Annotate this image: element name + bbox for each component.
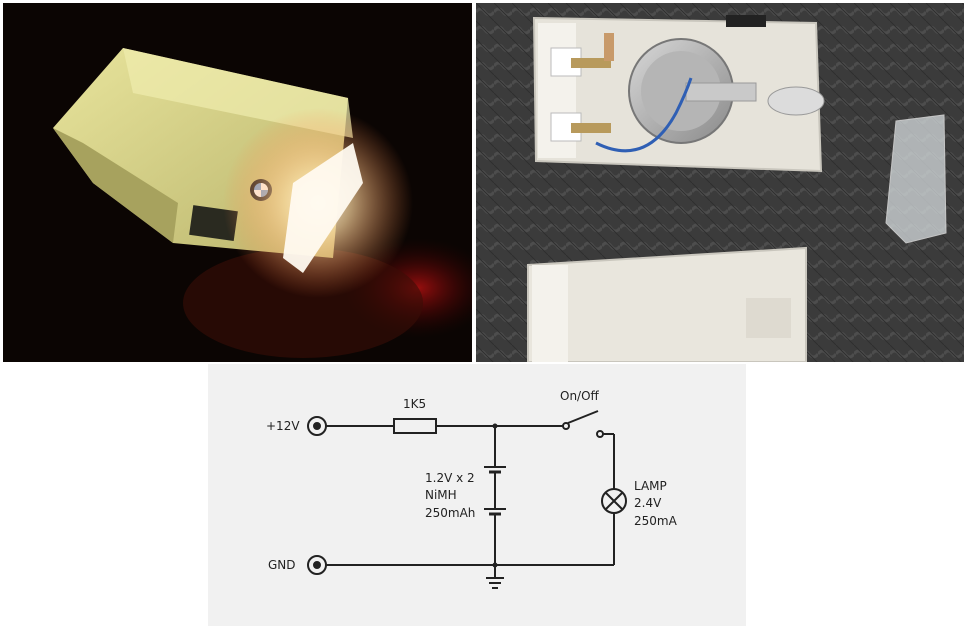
lamp-lens xyxy=(283,143,363,273)
battery-label-line1: 1.2V x 2 xyxy=(425,471,475,485)
lamp-label-line2: 2.4V xyxy=(634,496,662,510)
switch-component xyxy=(726,15,766,27)
lamp-label-line1: LAMP xyxy=(634,479,667,493)
photo-lit-lamp xyxy=(3,3,472,362)
ground-terminal-label: GND xyxy=(268,558,296,572)
lamp-label-line3: 250mA xyxy=(634,514,678,528)
schematic-drawing: +12V GND 1K5 On/Off 1.2V x 2 NiMH 250mAh… xyxy=(208,364,746,626)
disassembled-lamp-illustration xyxy=(476,3,964,362)
bulb xyxy=(767,86,825,116)
switch-lever xyxy=(567,410,599,424)
lit-lamp-illustration xyxy=(3,3,472,362)
contact-pin-1 xyxy=(571,58,611,68)
blue-wire xyxy=(595,77,693,153)
positive-terminal-label: +12V xyxy=(266,419,300,433)
switch-pivot xyxy=(562,422,570,430)
resistor-label: 1K5 xyxy=(403,397,426,411)
battery-label-line3: 250mAh xyxy=(425,506,475,520)
circuit-schematic: +12V GND 1K5 On/Off 1.2V x 2 NiMH 250mAh… xyxy=(208,364,746,626)
switch-label: On/Off xyxy=(560,389,600,403)
housing-lower-half xyxy=(527,246,807,362)
photo-disassembled-lamp xyxy=(476,3,964,362)
clear-lens xyxy=(885,114,947,244)
battery-label-line2: NiMH xyxy=(425,488,457,502)
contact-pin-2 xyxy=(571,123,611,133)
resistor-component xyxy=(604,33,614,61)
